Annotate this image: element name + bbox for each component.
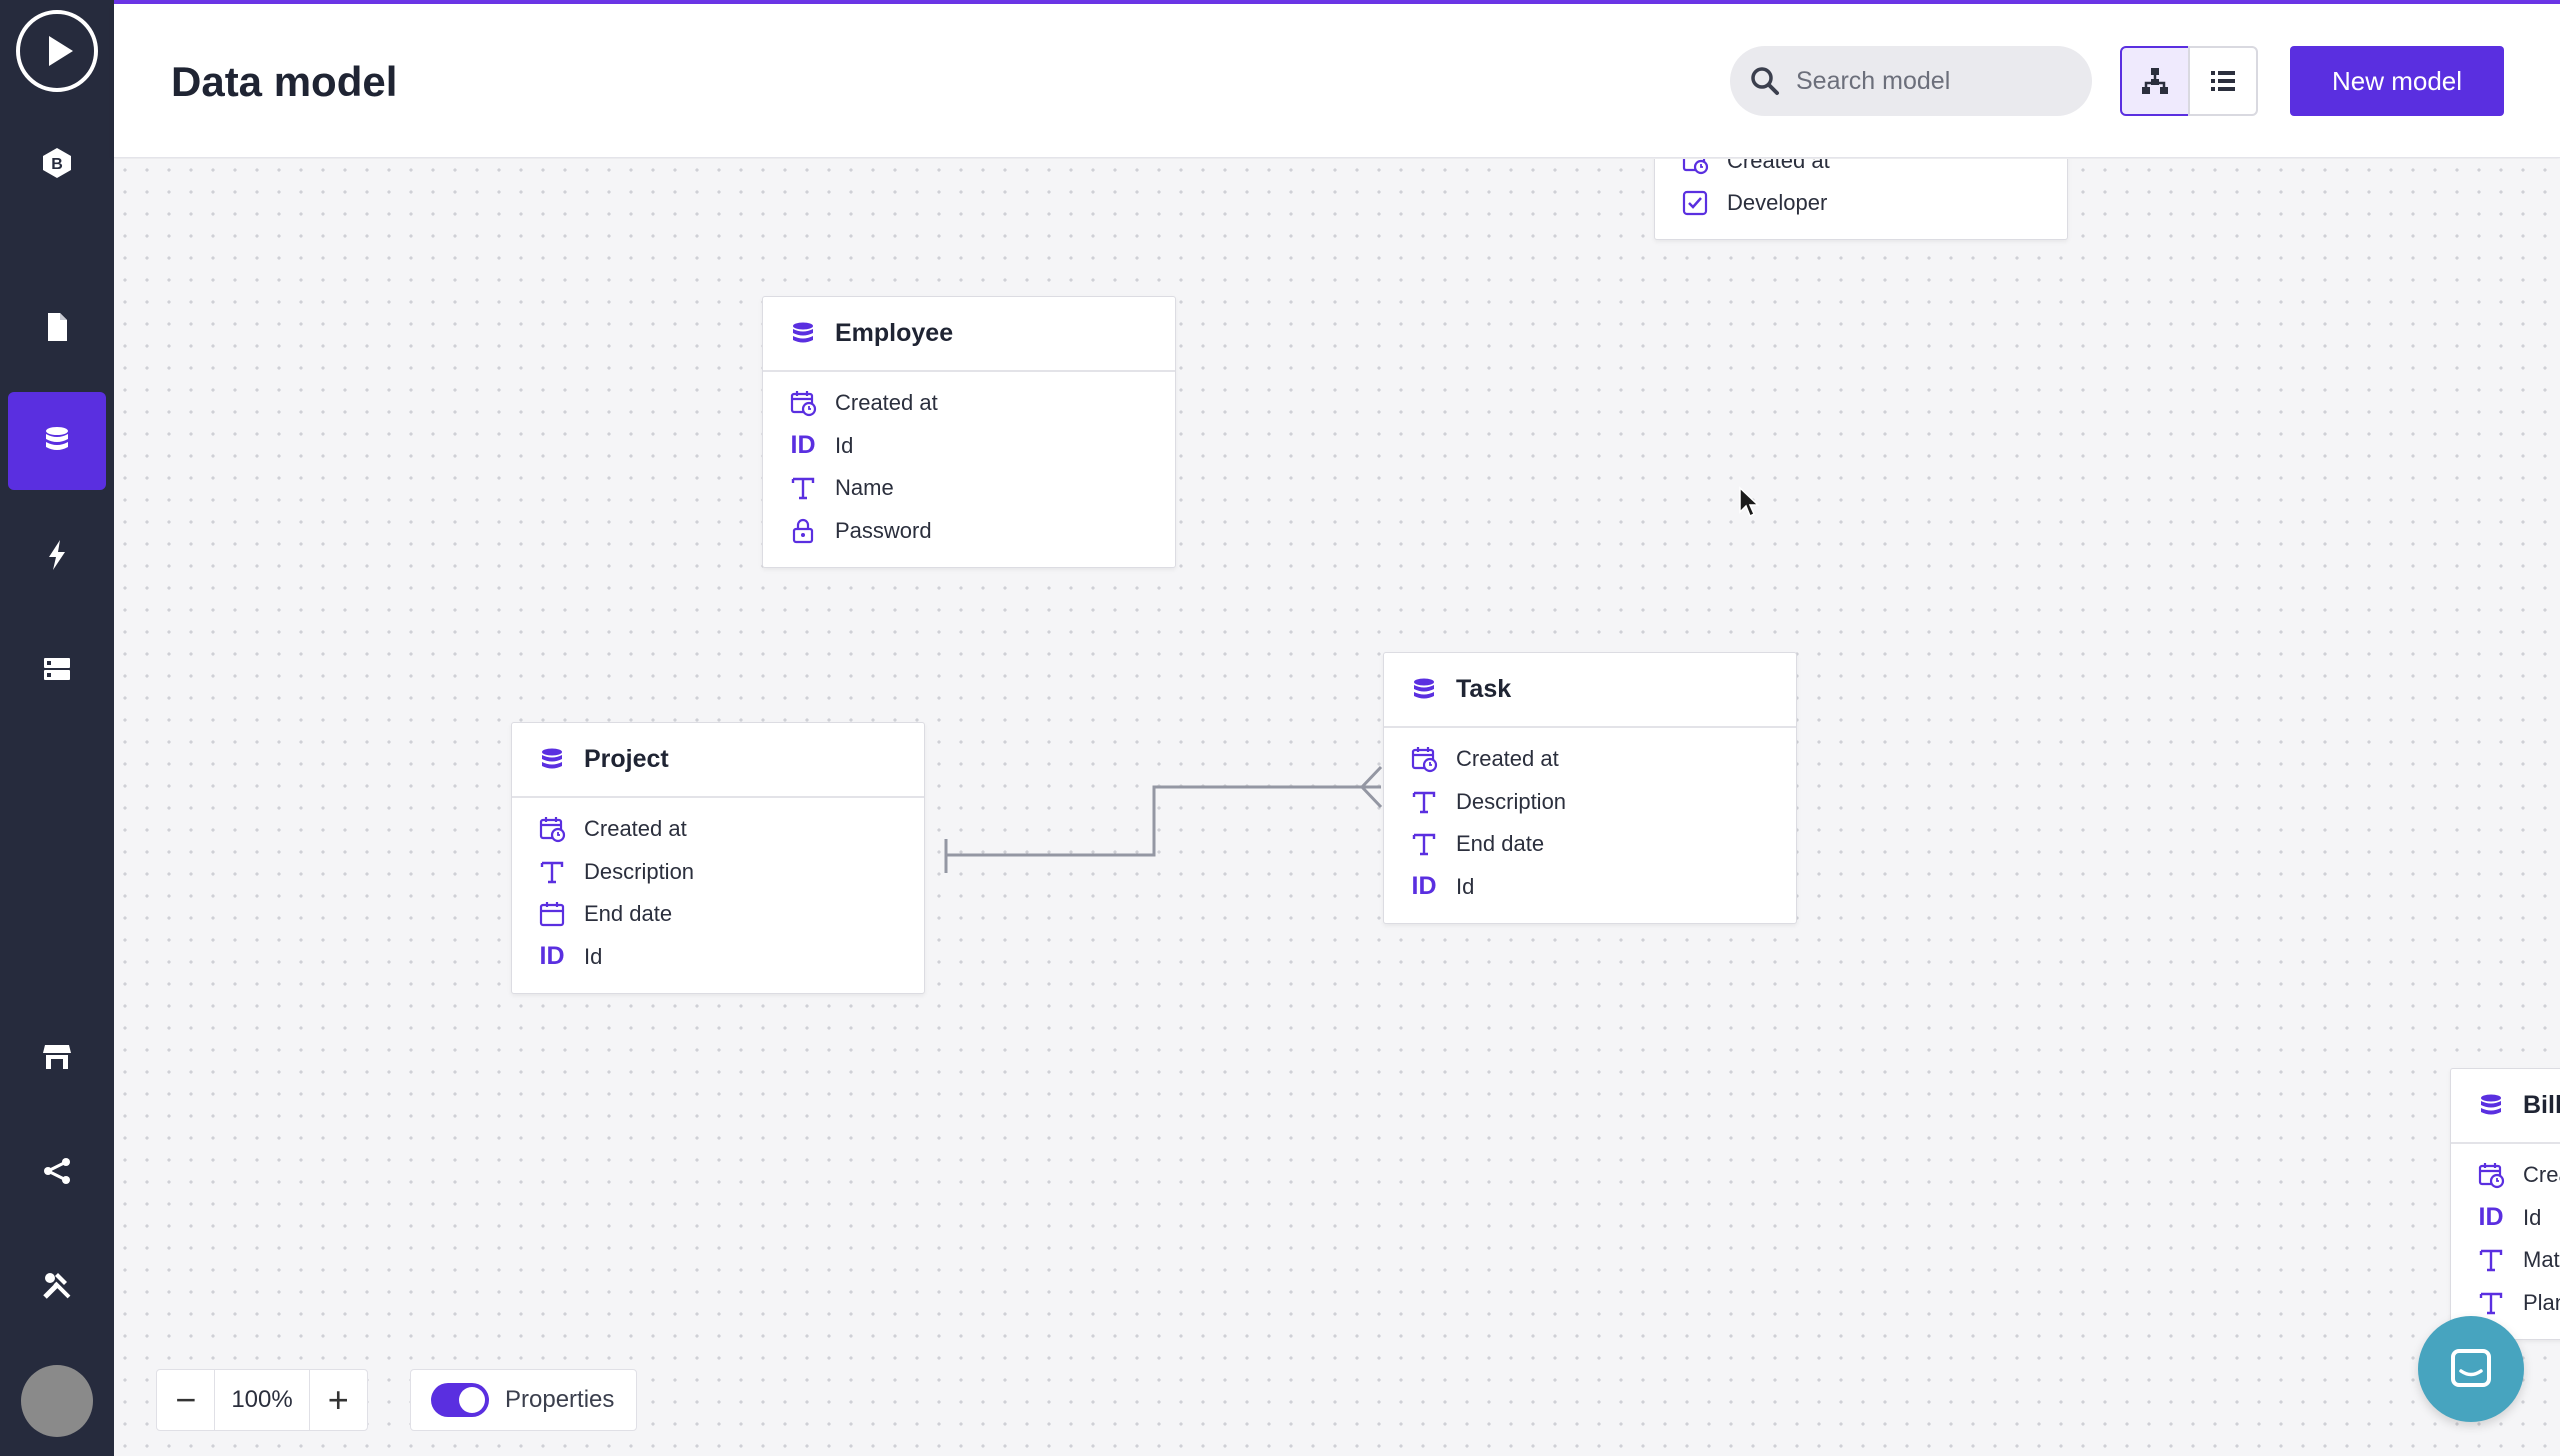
property-row: End date — [512, 893, 924, 936]
calendar-clock-icon — [539, 817, 566, 843]
id-icon: ID — [2478, 1203, 2504, 1232]
model-card-header: Project — [512, 723, 924, 798]
property-row: Created at — [1655, 159, 2067, 182]
play-button[interactable] — [16, 10, 98, 92]
mouse-cursor-icon — [1739, 486, 1760, 518]
zoom-level: 100% — [214, 1370, 310, 1430]
tools-nav-item[interactable] — [8, 1236, 106, 1334]
zoom-controls: − 100% + — [156, 1369, 368, 1431]
calendar-clock-icon — [790, 391, 817, 417]
checkbox-icon — [1682, 191, 1708, 216]
page-title: Data model — [171, 58, 398, 105]
property-row: ID Id — [539, 942, 603, 971]
properties-toggle-container: Properties — [410, 1369, 637, 1431]
model-card-employee[interactable]: Employee Created at ID Id Name Password — [762, 296, 1176, 568]
model-card-partial[interactable]: Created at Developer — [1654, 159, 2068, 240]
property-row: Created at — [763, 382, 1175, 425]
calendar-clock-icon — [1411, 747, 1438, 773]
b-hexagon-icon[interactable]: B — [8, 114, 106, 212]
model-card-task[interactable]: Task Created at Description End date ID … — [1383, 652, 1797, 924]
chat-launcher-button[interactable] — [2418, 1316, 2524, 1422]
model-title: Task — [1456, 675, 1512, 703]
property-row: Name — [763, 467, 1175, 510]
property-row: Plan — [2451, 1282, 2560, 1325]
text-icon — [2479, 1250, 2503, 1272]
search-box[interactable] — [1730, 46, 2092, 116]
model-canvas[interactable]: Created at Developer Employee Created at… — [114, 159, 2560, 1456]
share-icon — [44, 1158, 70, 1184]
properties-toggle[interactable] — [431, 1383, 489, 1417]
actions-nav-item[interactable] — [8, 506, 106, 604]
database-icon — [2481, 1094, 2501, 1114]
property-row: ID Id — [1411, 872, 1475, 901]
calendar-clock-icon — [2478, 1163, 2505, 1189]
property-row: Description — [1384, 781, 1796, 824]
list-view-button[interactable] — [2188, 46, 2258, 116]
model-title: Employee — [835, 319, 954, 347]
model-card-project[interactable]: Project Created at Description End date … — [511, 722, 925, 994]
property-row: Password — [763, 510, 1175, 553]
dataflows-nav-item[interactable] — [8, 620, 106, 718]
property-row: Developer — [1655, 182, 2067, 225]
diagram-icon — [2142, 68, 2168, 94]
property-row: ID Id — [790, 431, 854, 460]
id-icon: ID — [790, 431, 816, 460]
svg-text:B: B — [51, 156, 63, 173]
database-icon — [542, 748, 562, 768]
zoom-in-button[interactable]: + — [327, 1379, 349, 1420]
database-icon — [46, 427, 68, 450]
text-icon — [540, 861, 564, 883]
id-icon: ID — [539, 942, 565, 971]
search-icon — [1751, 67, 1779, 95]
new-model-button[interactable]: New model — [2290, 46, 2504, 116]
model-title: Project — [584, 745, 669, 773]
property-row: Crea — [2451, 1154, 2560, 1197]
sidebar: B — [0, 0, 114, 1456]
database-icon — [793, 322, 813, 342]
avatar[interactable] — [21, 1365, 93, 1437]
text-icon — [1412, 791, 1436, 813]
model-card-header: Task — [1384, 653, 1796, 728]
relation-connector — [944, 765, 1383, 873]
property-row: Created at — [512, 808, 924, 851]
share-nav-item[interactable] — [8, 1122, 106, 1220]
store-icon — [43, 1045, 71, 1069]
properties-toggle-label: Properties — [505, 1386, 615, 1413]
property-row: Description — [512, 851, 924, 894]
property-row: Mate — [2451, 1239, 2560, 1282]
property-row: Created at — [1384, 738, 1796, 781]
data-model-nav-item[interactable] — [8, 392, 106, 490]
header: Data model New model — [114, 4, 2560, 158]
lightning-icon — [49, 540, 65, 570]
tools-icon — [43, 1273, 71, 1299]
search-input[interactable] — [1796, 46, 2076, 116]
text-icon — [2479, 1292, 2503, 1314]
store-nav-item[interactable] — [8, 1008, 106, 1106]
chat-icon — [2451, 1349, 2491, 1387]
page-icon — [48, 313, 67, 341]
property-row: End date — [1384, 823, 1796, 866]
text-icon — [1412, 834, 1436, 856]
lock-icon — [792, 518, 814, 543]
top-accent-line — [114, 0, 2560, 4]
server-icon — [44, 658, 70, 680]
zoom-out-button[interactable]: − — [175, 1379, 197, 1420]
pages-nav-item[interactable] — [8, 278, 106, 376]
database-icon — [1414, 678, 1434, 698]
property-row: ID Id — [2478, 1203, 2542, 1232]
id-icon: ID — [1411, 872, 1437, 901]
model-card-header: Employee — [763, 297, 1175, 372]
diagram-view-button[interactable] — [2120, 46, 2190, 116]
model-card-header: Bill — [2451, 1069, 2560, 1144]
model-card-bill[interactable]: Bill Crea ID Id Mate Plan — [2450, 1068, 2560, 1340]
model-title: Bill — [2523, 1091, 2560, 1119]
list-icon — [2211, 71, 2235, 91]
text-icon — [791, 478, 815, 500]
calendar-clock-icon — [1682, 159, 1709, 175]
calendar-icon — [539, 902, 565, 927]
